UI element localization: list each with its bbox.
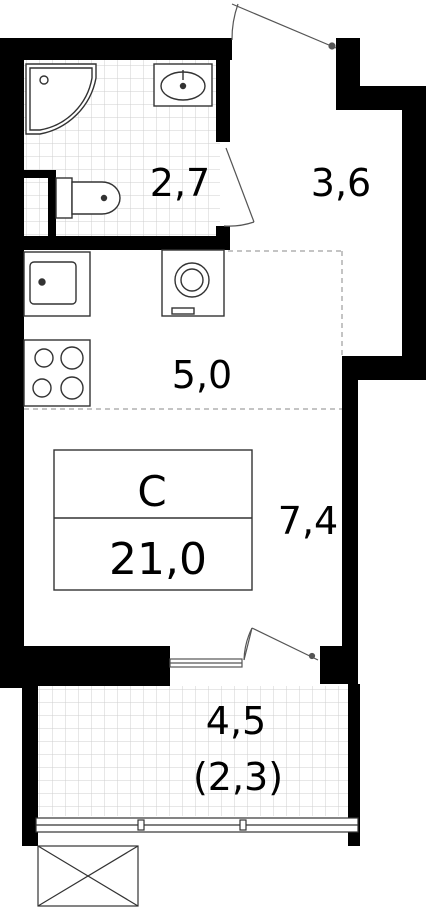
room-area-living: 7,4 <box>278 499 338 543</box>
wall-bath-right <box>216 38 230 142</box>
wall-left <box>0 38 24 688</box>
wall-right-mid <box>342 356 358 646</box>
kitchen-zone-border <box>24 250 343 410</box>
room-area-bathroom: 2,7 <box>150 161 210 205</box>
vent-shaft-icon <box>37 845 139 907</box>
stove-icon <box>23 339 91 407</box>
wall-bath-door-post <box>216 226 230 250</box>
room-area-balcony-reduced: (2,3) <box>193 755 283 799</box>
wall-balcony-left <box>22 686 38 846</box>
wall-wc-partition-top <box>24 170 56 178</box>
room-type-letter: С <box>137 467 166 516</box>
wall-right-upper <box>402 86 426 380</box>
wall-bath-bottom <box>24 236 230 250</box>
toilet-icon <box>55 177 121 219</box>
wall-top-left <box>0 38 232 60</box>
kitchen-sink-icon <box>23 251 91 317</box>
walls <box>0 38 426 846</box>
bed-icon <box>53 449 253 591</box>
bathroom-door <box>223 147 255 227</box>
bathroom-sink-icon <box>153 63 213 107</box>
shower-icon <box>25 63 97 135</box>
washing-machine-icon <box>161 249 225 317</box>
wall-bottom-left-pier <box>0 646 170 686</box>
balcony-glazing <box>35 817 359 833</box>
wall-wc-partition <box>48 170 56 240</box>
total-area: 21,0 <box>109 534 207 585</box>
room-area-hallway: 3,6 <box>311 161 371 205</box>
wall-balcony-right <box>348 684 360 846</box>
room-area-kitchen: 5,0 <box>172 353 232 397</box>
room-area-balcony: 4,5 <box>206 699 266 743</box>
entrance-door <box>231 3 337 50</box>
balcony-door <box>169 627 319 668</box>
wall-right-pier <box>320 646 358 684</box>
balcony-tile-floor <box>38 686 348 816</box>
